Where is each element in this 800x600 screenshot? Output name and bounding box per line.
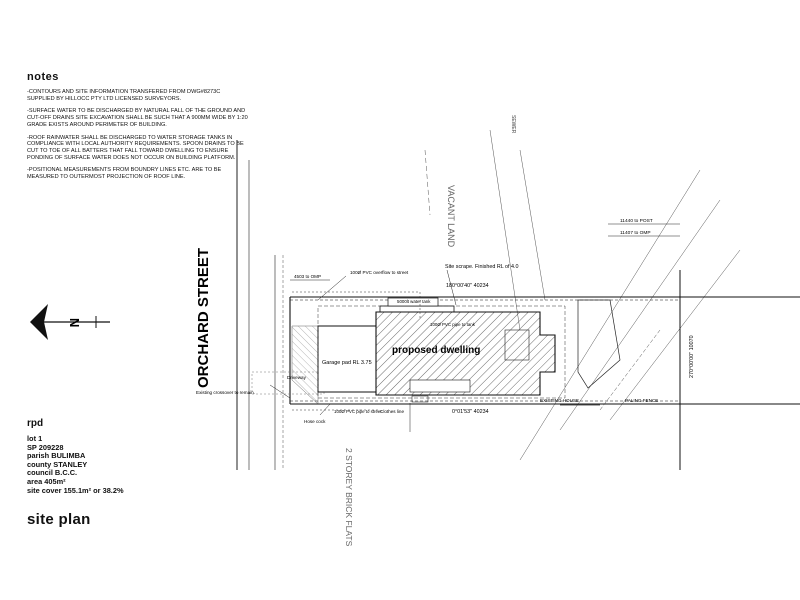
pvc-overflow-label: 100Ø PVC overflow to street <box>350 270 409 275</box>
two-storey-label: 2 STOREY BRICK FLATS <box>344 448 354 547</box>
water-tank <box>387 297 439 307</box>
water-tank-label: 5000lt water tank <box>397 299 431 304</box>
rpd-county: county STANLEY <box>27 459 88 469</box>
rpd-council: council B.C.C. <box>27 468 78 478</box>
street-kerb-lines <box>236 140 284 470</box>
front-setback-zone <box>291 325 319 405</box>
hose-cock-label: Hose cock <box>304 419 326 424</box>
pvc-to-street-label: 100Ø PVC pipe to street <box>334 409 382 414</box>
vacant-land-label: VACANT LAND <box>446 185 456 248</box>
rpd-lot: lot 1 <box>27 434 43 443</box>
bearing-bottom-label: 0°01'53" 40234 <box>452 409 489 415</box>
note-item: -SURFACE WATER TO BE DISCHARGED BY NATUR… <box>27 108 248 128</box>
rpd-area: area 405m² <box>27 476 66 486</box>
neighbour-existing-house <box>560 299 621 406</box>
driveway-area <box>251 371 325 395</box>
dim-omp-left-label: 4503 to OMP <box>294 274 321 279</box>
rpd-parish: parish BULIMBA <box>27 451 86 461</box>
site-plan-title: site plan <box>27 511 91 528</box>
sewer-label: SEWER <box>510 115 516 134</box>
bearing-top-label: 180°00'40" 40234 <box>446 283 489 289</box>
contour-lines <box>424 129 741 461</box>
north-label: N <box>67 318 82 327</box>
note-item: -POSITIONAL MEASUREMENTS FROM BOUNDRY LI… <box>27 167 222 181</box>
proposed-dwelling <box>375 305 556 396</box>
pvc-to-tank-label: 100Ø PVC pipe to tank <box>430 322 476 327</box>
paling-fence-label: PALING FENCE <box>625 398 658 403</box>
pvc-pipes <box>292 291 421 411</box>
garage-pad <box>317 325 377 393</box>
site-scrape-outline <box>317 305 566 399</box>
driveway-label: Driveway <box>287 375 307 380</box>
notes-title: notes <box>27 71 59 83</box>
site-scrape-label: Site scrape. Finished RL of 4.0 <box>445 264 519 270</box>
north-arrow-icon <box>30 304 110 340</box>
existing-crossover-label: Existing crossover to remain. <box>196 390 255 395</box>
dim-post-label: 11440 to POST <box>620 218 653 224</box>
clothes-line <box>411 395 429 403</box>
rpd-block: rpd lot 1 SP 209228 parish BULIMBA count… <box>27 418 177 495</box>
leader-lines <box>269 223 680 432</box>
clothes-line-label: Clothes line <box>380 409 404 414</box>
rpd-site-cover: site cover 155.1m² or 38.2% <box>27 485 124 495</box>
note-item: -CONTOURS AND SITE INFORMATION TRANSFERE… <box>27 89 221 102</box>
note-item: -ROOF RAINWATER SHALL BE DISCHARGED TO W… <box>27 134 244 161</box>
rpd-title: rpd <box>27 418 44 429</box>
bearing-side-label: 270°00'00" 10070 <box>689 335 695 378</box>
garage-label: Garage pad RL 3.75 <box>322 360 372 366</box>
existing-house-label: EXISTING HOUSE <box>540 398 579 403</box>
dim-omp-label: 11407 to OMP <box>620 230 651 236</box>
lot-boundary <box>289 270 800 470</box>
street-name: ORCHARD STREET <box>195 248 212 388</box>
dwelling-label: proposed dwelling <box>392 345 480 356</box>
rpd-sp: SP 209228 <box>27 442 64 452</box>
notes-list: -CONTOURS AND SITE INFORMATION TRANSFERE… <box>27 89 249 187</box>
